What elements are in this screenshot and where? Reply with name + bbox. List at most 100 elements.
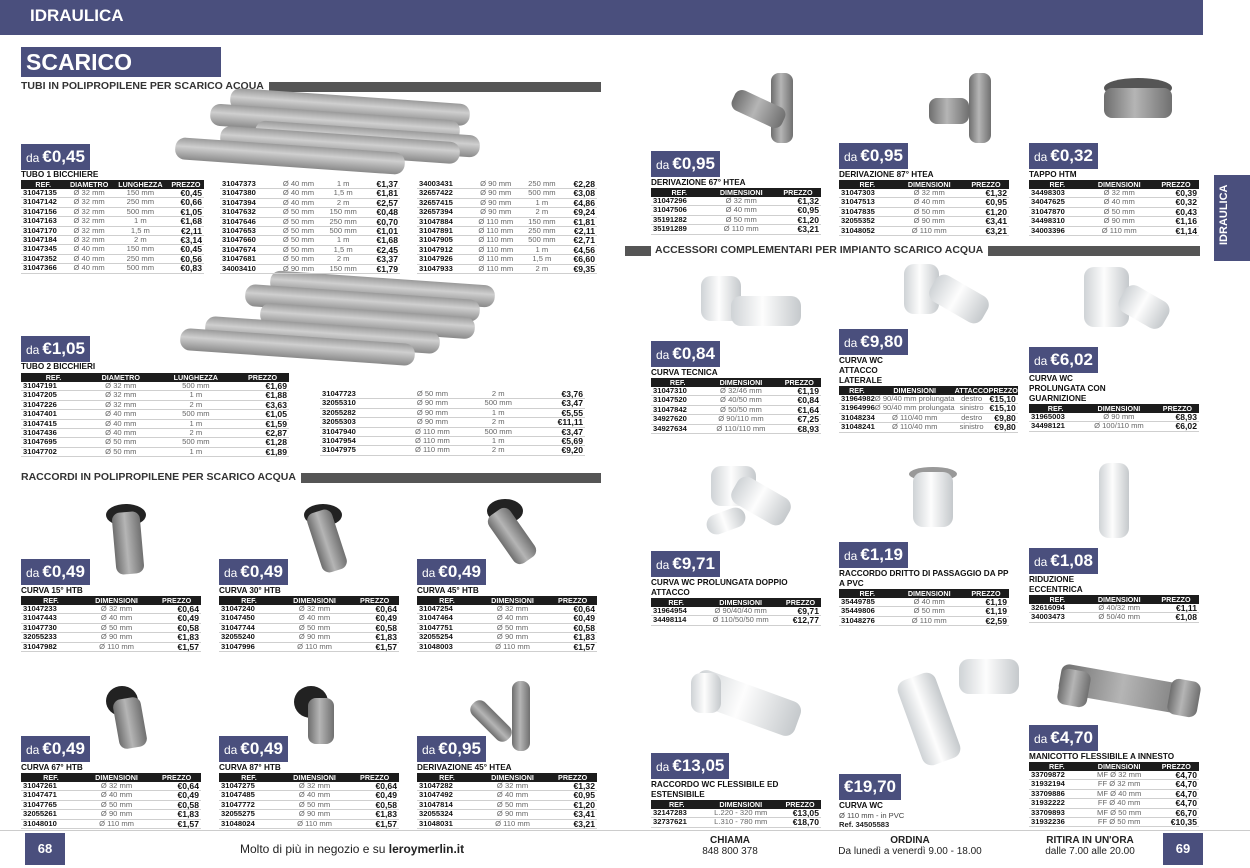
pipes-2-image [175, 270, 496, 367]
product-image [701, 271, 801, 331]
price-tag: da€0,49 [219, 559, 288, 585]
price-tag: da€0,49 [21, 736, 90, 762]
side-tab-label: IDRAULICA [1218, 184, 1230, 246]
product-title: CURVA WC PROLUNGATA CON GUARNIZIONE [1029, 374, 1106, 403]
price-tag: da€1,08 [1029, 548, 1098, 574]
section-title-accessori: ACCESSORI COMPLEMENTARI PER IMPIANTO SCA… [651, 244, 989, 256]
price-tag: da€9,80 [839, 329, 908, 355]
price-tag: da€0,49 [219, 736, 288, 762]
side-tab: IDRAULICA [1214, 175, 1250, 261]
product-title: DERIVAZIONE 87° HTEA [839, 170, 934, 179]
product-title: MANICOTTO FLESSIBILE A INNESTO [1029, 752, 1175, 761]
price-tag: da€4,70 [1029, 725, 1098, 751]
price-tag: da€1,19 [839, 542, 908, 568]
product-title: DERIVAZIONE 45° HTEA [417, 763, 512, 772]
product-image [894, 659, 1019, 769]
page-title: SCARICO ACQUA [21, 47, 221, 105]
price-tag: da€9,71 [651, 551, 720, 577]
product-image [904, 264, 994, 327]
product-image [726, 73, 816, 153]
product-title: RIDUZIONE ECCENTRICA [1029, 575, 1083, 594]
product-title: CURVA 30° HTB [219, 586, 281, 595]
price-tag: da€6,02 [1029, 347, 1098, 373]
product-title: CURVA 15° HTB [21, 586, 83, 595]
product-image [294, 686, 354, 756]
product-image [484, 499, 547, 574]
product-sub: Ø 110 mm - in PVC [839, 811, 905, 820]
product-image [1099, 78, 1179, 138]
product-image [1056, 660, 1202, 719]
price-tag: da€13,05 [651, 753, 730, 779]
product-title: CURVA WC [839, 801, 883, 810]
product-image [919, 73, 999, 153]
footer [0, 830, 1250, 868]
price-tag: da€0,32 [1029, 143, 1098, 169]
price-tag: da€0,45 [21, 144, 90, 170]
site-link[interactable]: leroymerlin.it [388, 842, 465, 856]
product-image [701, 466, 811, 541]
